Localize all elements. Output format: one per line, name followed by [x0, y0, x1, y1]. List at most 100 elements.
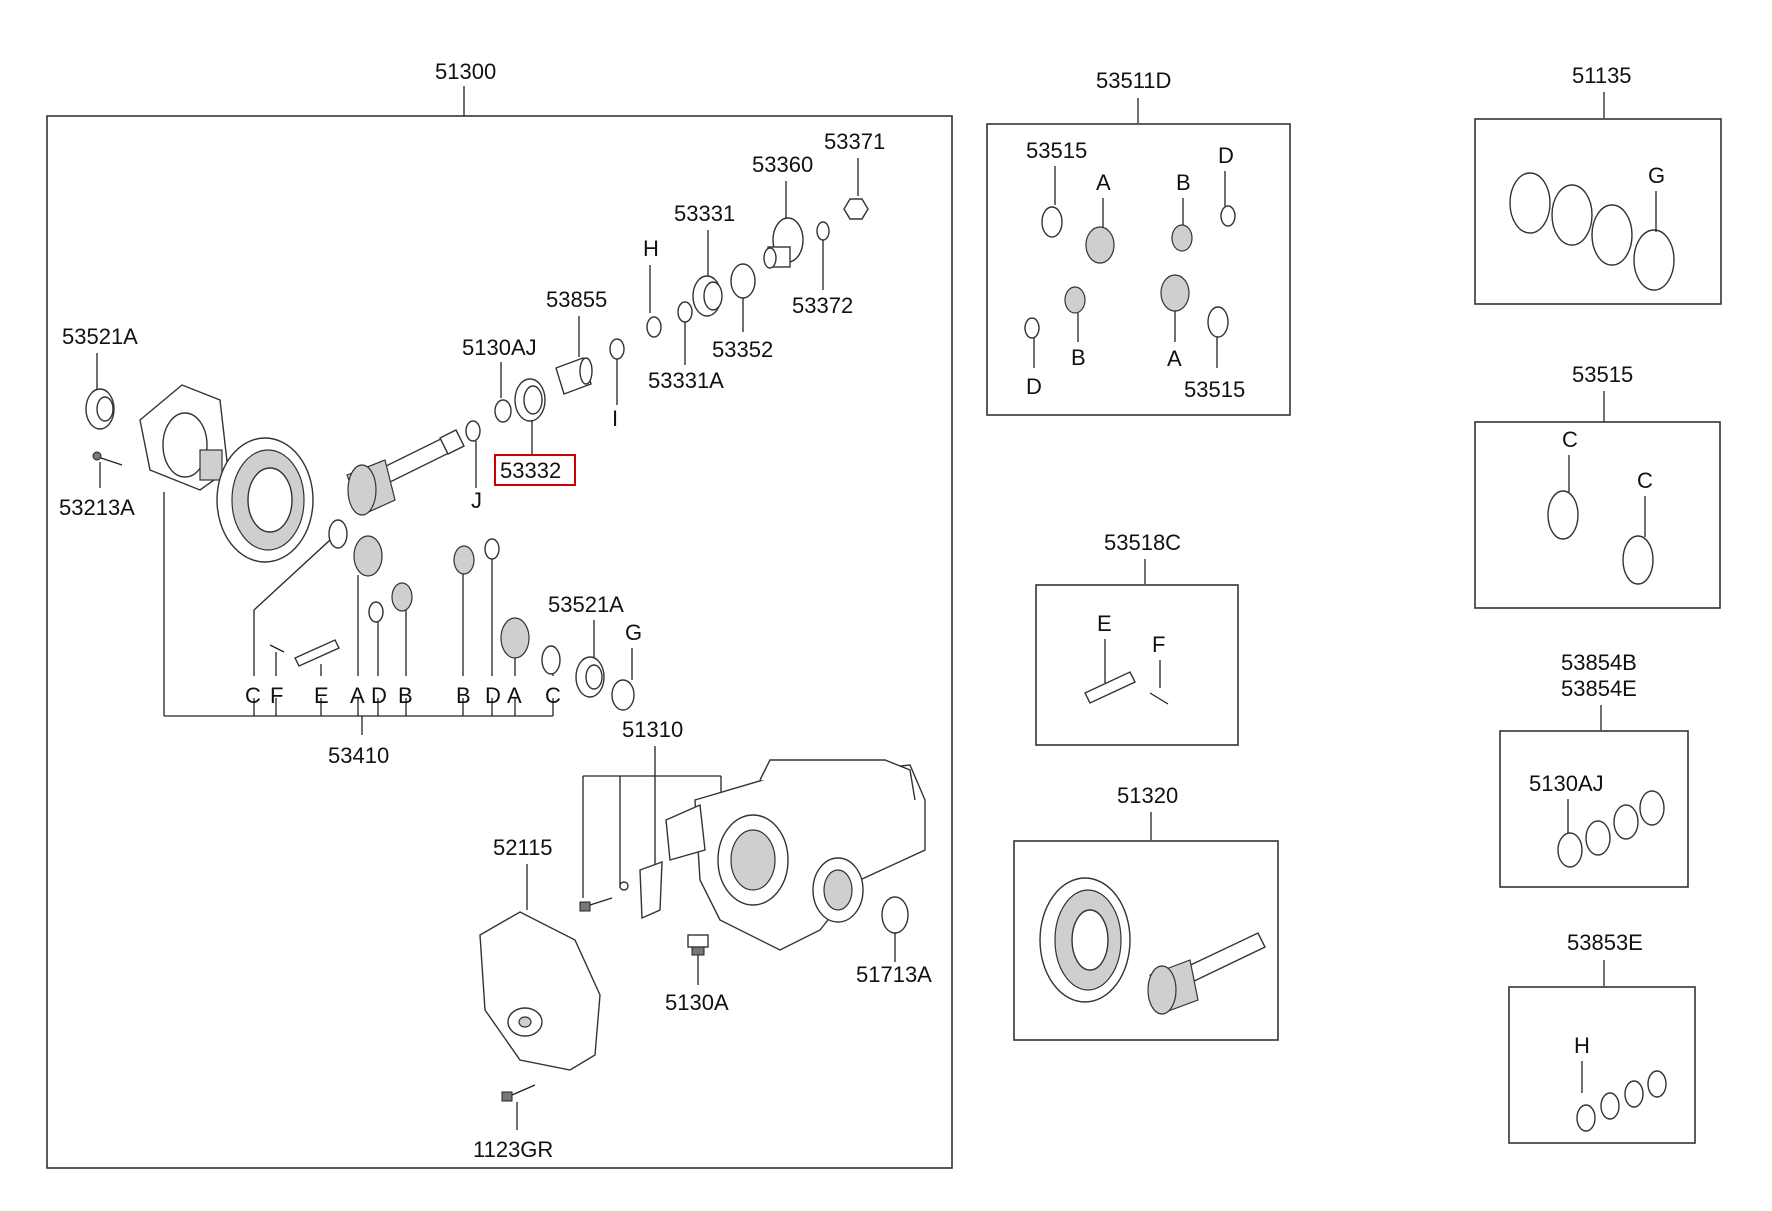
part-label-53511D[interactable]: 53511D [1096, 68, 1171, 93]
part-label-53518C[interactable]: 53518C [1104, 530, 1181, 555]
kit-51135: 51135 G [1474, 63, 1722, 305]
part-label-52115[interactable]: 52115 [493, 835, 553, 860]
gear-B-left [391, 582, 413, 612]
gear-A-2 [1160, 274, 1190, 312]
differential-case [139, 384, 229, 491]
kit-label-G: G [1648, 163, 1665, 188]
part-label-5130AJ[interactable]: 5130AJ [462, 335, 537, 360]
part-label-53410[interactable]: 53410 [328, 743, 389, 768]
washer-C-right [541, 645, 561, 675]
kit-label-5130AJ: 5130AJ [1529, 771, 1604, 796]
kit-label-H: H [1574, 1033, 1590, 1058]
ring-5130AJ-2 [1585, 820, 1611, 856]
main-assembly-frame [46, 115, 953, 1169]
bearing-53331 [692, 275, 723, 317]
kit-53853E-frame [1508, 986, 1696, 1144]
washer-51310 [619, 881, 629, 891]
shim-3 [1591, 204, 1633, 266]
letter-B-right: B [456, 683, 471, 708]
letter-E: E [314, 683, 329, 708]
kit-53511D: 53511D 53515 A B D B D A 53515 [986, 68, 1291, 416]
kit-label-D-2: D [1026, 374, 1042, 399]
part-label-53515[interactable]: 53515 [1572, 362, 1633, 387]
letter-F: F [270, 683, 283, 708]
part-label-53854B[interactable]: 53854B [1561, 650, 1637, 675]
kit-label-A-2: A [1167, 346, 1182, 371]
part-label-53855[interactable]: 53855 [546, 287, 607, 312]
kit-53511D-frame [986, 123, 1291, 416]
washer-D-right [484, 538, 500, 560]
part-label-51310[interactable]: 51310 [622, 717, 683, 742]
part-label-53371[interactable]: 53371 [824, 129, 885, 154]
part-label-53331[interactable]: 53331 [674, 201, 735, 226]
kit-53854-frame [1499, 730, 1689, 888]
part-label-J[interactable]: J [471, 488, 482, 513]
leader-51310 [582, 746, 722, 898]
spacer-53855 [555, 357, 593, 395]
part-label-53372[interactable]: 53372 [792, 293, 853, 318]
kit-label-C-2: C [1637, 468, 1653, 493]
ring-I [609, 338, 625, 360]
part-label-53331A[interactable]: 53331A [648, 368, 724, 393]
washer-D-1 [1220, 205, 1236, 227]
assembly-51300: 51300 53371 53360 53331 53372 H 53331A 5… [46, 59, 953, 1169]
letter-C-left: C [245, 683, 261, 708]
seal-53352 [730, 263, 756, 299]
part-label-53853E[interactable]: 53853E [1567, 930, 1643, 955]
pinion-51320 [1147, 932, 1266, 1015]
kit-53515: 53515 C C [1474, 362, 1721, 609]
kit-53854: 53854B 53854E 5130AJ [1499, 650, 1689, 888]
part-label-1123GR[interactable]: 1123GR [473, 1137, 553, 1162]
shaft-E-kit [1084, 671, 1136, 704]
kit-53853E: 53853E H [1508, 930, 1696, 1144]
bearing-53521A-left [85, 388, 115, 430]
washer-53372 [816, 221, 830, 241]
part-label-51320[interactable]: 51320 [1117, 783, 1178, 808]
pin-F [269, 644, 285, 653]
part-label-51713A[interactable]: 51713A [856, 962, 932, 987]
leader-tree-53410 [163, 492, 554, 735]
kit-label-E: E [1097, 611, 1112, 636]
ring-gear [216, 437, 314, 563]
kit-label-B-2: B [1071, 345, 1086, 370]
ring-H-1 [1576, 1104, 1596, 1132]
nut-53371 [843, 198, 869, 220]
part-label-I[interactable]: I [612, 406, 618, 431]
pin-F-kit [1149, 692, 1169, 705]
part-label-51300[interactable]: 51300 [435, 59, 496, 84]
part-label-51135[interactable]: 51135 [1572, 63, 1632, 88]
ring-H-4 [1647, 1070, 1667, 1098]
part-label-53521A-low[interactable]: 53521A [548, 592, 624, 617]
part-label-53213A[interactable]: 53213A [59, 495, 135, 520]
part-label-G-main[interactable]: G [625, 620, 642, 645]
washer-53515-a [1041, 206, 1063, 238]
part-label-53521A-top[interactable]: 53521A [62, 324, 138, 349]
letter-B-left: B [398, 683, 413, 708]
ring-5130AJ-3 [1613, 804, 1639, 840]
bracket-51310 [639, 860, 663, 920]
kit-label-D-1: D [1218, 143, 1234, 168]
part-label-53854E[interactable]: 53854E [1561, 676, 1637, 701]
ring-G-main [611, 679, 635, 711]
part-label-53352[interactable]: 53352 [712, 337, 773, 362]
part-label-53332[interactable]: 53332 [500, 458, 561, 483]
bolt-51310 [579, 897, 613, 912]
gear-A-left [353, 535, 383, 577]
ring-H [646, 316, 662, 338]
kit-label-B-1: B [1176, 170, 1191, 195]
kit-label-F: F [1152, 632, 1165, 657]
flange-53360 [763, 217, 804, 269]
part-label-H[interactable]: H [643, 236, 659, 261]
gear-B-2 [1064, 286, 1086, 314]
kit-label-53515-b: 53515 [1184, 377, 1245, 402]
kit-51135-frame [1474, 118, 1722, 305]
seal-51713A [881, 896, 909, 934]
washer-D-left [368, 601, 384, 623]
part-label-5130A[interactable]: 5130A [665, 990, 729, 1015]
kit-51320-frame [1013, 840, 1279, 1041]
washer-D-2 [1024, 317, 1040, 339]
bearing-53332 [514, 378, 546, 422]
gear-A-1 [1085, 226, 1115, 264]
part-label-53360[interactable]: 53360 [752, 152, 813, 177]
shim-4 [1633, 229, 1675, 291]
